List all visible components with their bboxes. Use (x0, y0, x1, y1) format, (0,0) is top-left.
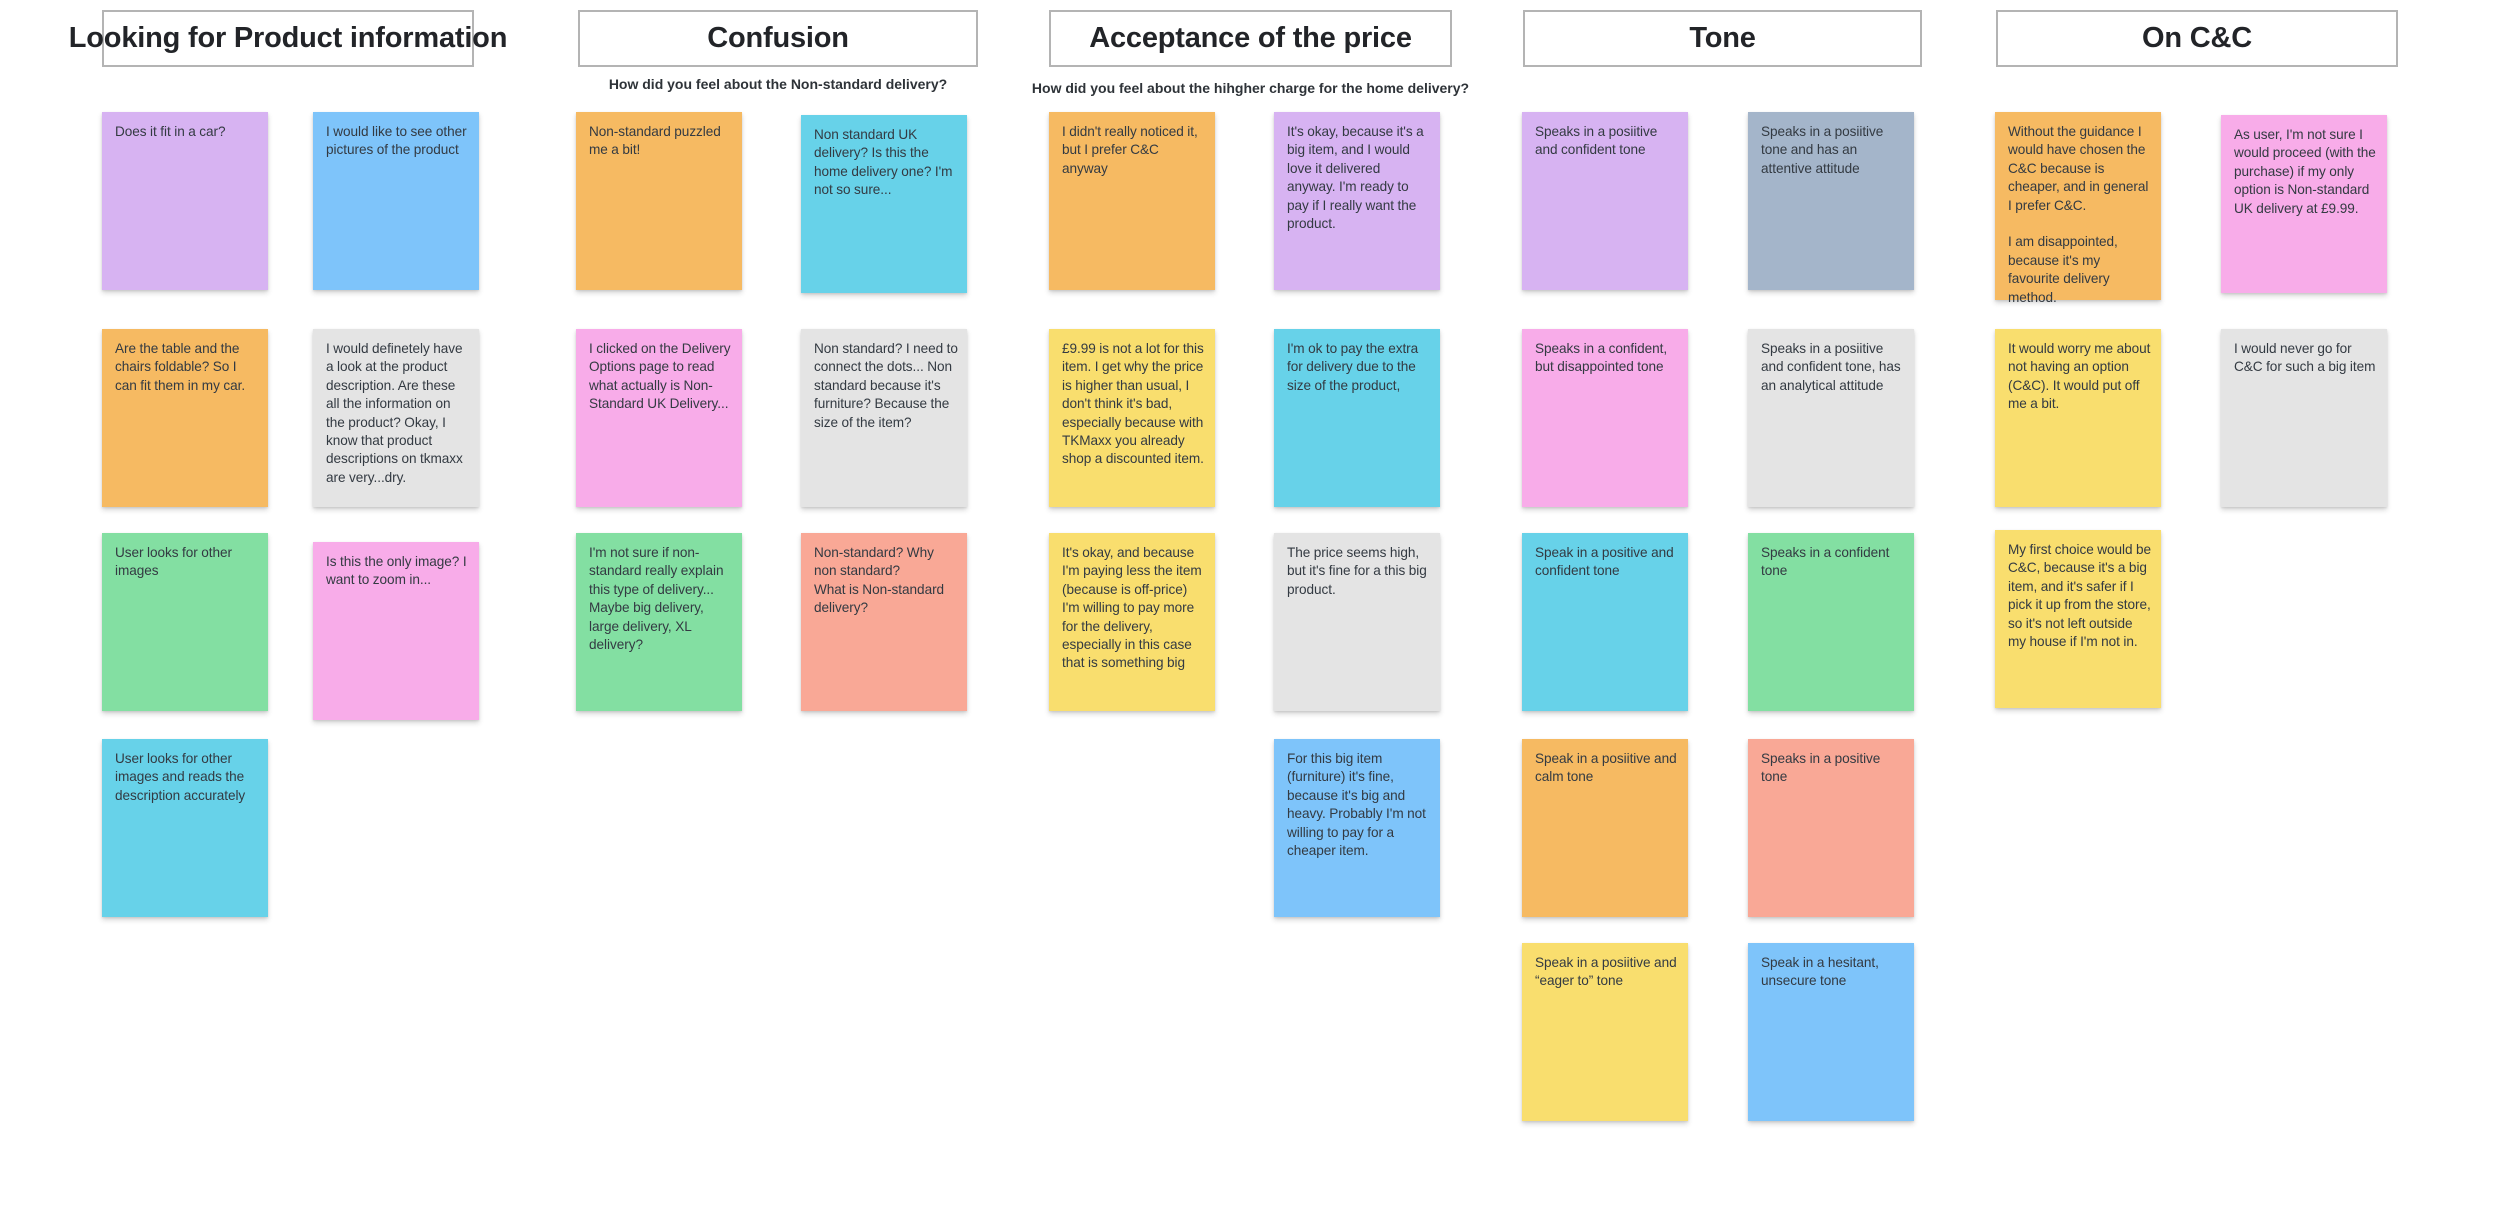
sticky-note[interactable]: I would definetely have a look at the pr… (313, 329, 479, 507)
sticky-note[interactable]: I would like to see other pictures of th… (313, 112, 479, 290)
section-question-acceptance-of-the-price[interactable]: How did you feel about the hihgher charg… (1031, 80, 1470, 96)
sticky-note[interactable]: User looks for other images (102, 533, 268, 711)
sticky-note-text: Speak in a posiitive and calm tone (1535, 751, 1677, 785)
sticky-note-text: My first choice would be C&C, because it… (2008, 542, 2152, 650)
sticky-note[interactable]: Non standard UK delivery? Is this the ho… (801, 115, 967, 293)
section-title-confusion[interactable]: Confusion (578, 10, 978, 67)
sticky-note[interactable]: I'm ok to pay the extra for delivery due… (1274, 329, 1440, 507)
sticky-note-text: I would like to see other pictures of th… (326, 124, 467, 158)
sticky-note[interactable]: I clicked on the Delivery Options page t… (576, 329, 742, 507)
sticky-note-text: Speaks in a posiitive tone and has an at… (1761, 124, 1884, 176)
sticky-note-text: Speaks in a posiitive and confident tone (1535, 124, 1658, 158)
sticky-note-text: Speaks in a posiitive and confident tone… (1761, 341, 1901, 393)
sticky-note-text: User looks for other images (115, 545, 233, 579)
sticky-note-text: For this big item (furniture) it's fine,… (1287, 751, 1426, 859)
sticky-note-text: Non-standard puzzled me a bit! (589, 124, 721, 158)
section-question-confusion[interactable]: How did you feel about the Non-standard … (608, 76, 948, 92)
sticky-note[interactable]: I would never go for C&C for such a big … (2221, 329, 2387, 507)
sticky-note-text: I clicked on the Delivery Options page t… (589, 341, 731, 412)
section-title-on-c-c[interactable]: On C&C (1996, 10, 2398, 67)
sticky-note-text: I'm not sure if non-standard really expl… (589, 545, 724, 653)
sticky-note-text: User looks for other images and reads th… (115, 751, 246, 803)
sticky-note-text: Non standard? I need to connect the dots… (814, 341, 958, 430)
sticky-note-text: Are the table and the chairs foldable? S… (115, 341, 246, 393)
sticky-note[interactable]: Without the guidance I would have chosen… (1995, 112, 2161, 305)
sticky-note-text: Non standard UK delivery? Is this the ho… (814, 127, 953, 198)
sticky-note-text: Speak in a hesitant, unsecure tone (1761, 955, 1879, 989)
section-title-looking-for-product-information[interactable]: Looking for Product information (69, 10, 507, 67)
sticky-note[interactable]: It's okay, because it's a big item, and … (1274, 112, 1440, 290)
sticky-note[interactable]: Speak in a positive and confident tone (1522, 533, 1688, 711)
sticky-note-text: Speaks in a confident, but disappointed … (1535, 341, 1668, 375)
sticky-note[interactable]: For this big item (furniture) it's fine,… (1274, 739, 1440, 917)
sticky-note[interactable]: Speaks in a positive tone (1748, 739, 1914, 917)
sticky-note[interactable]: Speak in a posiitive and “eager to” tone (1522, 943, 1688, 1121)
sticky-note[interactable]: I didn't really noticed it, but I prefer… (1049, 112, 1215, 290)
sticky-note-text: I would never go for C&C for such a big … (2234, 341, 2376, 375)
sticky-note[interactable]: User looks for other images and reads th… (102, 739, 268, 917)
sticky-note[interactable]: I'm not sure if non-standard really expl… (576, 533, 742, 711)
sticky-note[interactable]: As user, I'm not sure I would proceed (w… (2221, 115, 2387, 293)
sticky-note-text: Speaks in a positive tone (1761, 751, 1881, 785)
sticky-note-text: It's okay, because it's a big item, and … (1287, 124, 1424, 232)
sticky-note-text: I would definetely have a look at the pr… (326, 341, 463, 485)
sticky-note[interactable]: Non standard? I need to connect the dots… (801, 329, 967, 507)
sticky-note[interactable]: The price seems high, but it's fine for … (1274, 533, 1440, 711)
sticky-note-text: It's okay, and because I'm paying less t… (1062, 545, 1202, 671)
sticky-note-text: I'm ok to pay the extra for delivery due… (1287, 341, 1419, 393)
sticky-note[interactable]: Speaks in a posiitive tone and has an at… (1748, 112, 1914, 290)
sticky-note-text: £9.99 is not a lot for this item. I get … (1062, 341, 1204, 467)
sticky-note-text: Speaks in a confident tone (1761, 545, 1890, 579)
sticky-note[interactable]: Speak in a hesitant, unsecure tone (1748, 943, 1914, 1121)
sticky-note[interactable]: Are the table and the chairs foldable? S… (102, 329, 268, 507)
sticky-note-text: Speak in a posiitive and “eager to” tone (1535, 955, 1677, 989)
sticky-note-text: The price seems high, but it's fine for … (1287, 545, 1427, 597)
sticky-note[interactable]: Non-standard puzzled me a bit! (576, 112, 742, 290)
sticky-note[interactable]: It would worry me about not having an op… (1995, 329, 2161, 507)
sticky-note-text: Non-standard? Why non standard? What is … (814, 545, 945, 616)
sticky-note[interactable]: Speak in a posiitive and calm tone (1522, 739, 1688, 917)
sticky-note-text: Does it fit in a car? (115, 124, 226, 139)
sticky-note[interactable]: Is this the only image? I want to zoom i… (313, 542, 479, 720)
sticky-note[interactable]: £9.99 is not a lot for this item. I get … (1049, 329, 1215, 507)
section-title-tone[interactable]: Tone (1523, 10, 1922, 67)
sticky-note-text: I didn't really noticed it, but I prefer… (1062, 124, 1198, 176)
sticky-note[interactable]: Does it fit in a car? (102, 112, 268, 290)
sticky-note[interactable]: Non-standard? Why non standard? What is … (801, 533, 967, 711)
sticky-note[interactable]: My first choice would be C&C, because it… (1995, 530, 2161, 708)
sticky-note-text: Without the guidance I would have chosen… (2008, 124, 2149, 305)
sticky-note-text: As user, I'm not sure I would proceed (w… (2234, 127, 2376, 216)
sticky-note-text: Speak in a positive and confident tone (1535, 545, 1674, 579)
sticky-note-text: Is this the only image? I want to zoom i… (326, 554, 467, 588)
sticky-note[interactable]: It's okay, and because I'm paying less t… (1049, 533, 1215, 711)
sticky-note[interactable]: Speaks in a posiitive and confident tone (1522, 112, 1688, 290)
sticky-note[interactable]: Speaks in a confident, but disappointed … (1522, 329, 1688, 507)
section-title-acceptance-of-the-price[interactable]: Acceptance of the price (1049, 10, 1452, 67)
sticky-note[interactable]: Speaks in a confident tone (1748, 533, 1914, 711)
sticky-note[interactable]: Speaks in a posiitive and confident tone… (1748, 329, 1914, 507)
sticky-note-text: It would worry me about not having an op… (2008, 341, 2151, 412)
